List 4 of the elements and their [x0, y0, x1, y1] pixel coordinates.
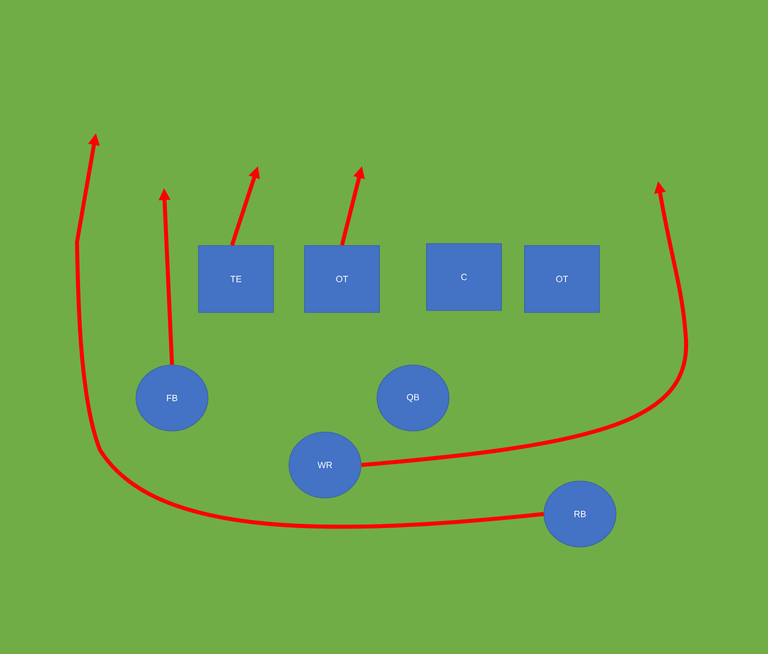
player-square: TE [198, 245, 274, 313]
player-square: OT [524, 245, 600, 313]
player-square: C [426, 243, 502, 311]
player-square: OT [304, 245, 380, 313]
